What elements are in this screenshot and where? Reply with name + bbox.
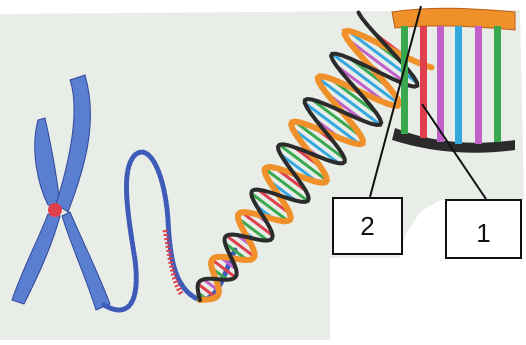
base-pair-green-2	[494, 26, 501, 142]
label-box-1: 1	[445, 199, 522, 259]
base-pair-red	[420, 26, 427, 138]
label-box-2: 2	[332, 197, 403, 255]
label-2-text: 2	[360, 211, 374, 242]
label-1-text: 1	[476, 218, 490, 249]
centromere	[48, 203, 62, 217]
base-pair-blue	[455, 26, 462, 144]
base-pair-purple	[437, 26, 444, 142]
base-pair-pink	[475, 26, 482, 144]
